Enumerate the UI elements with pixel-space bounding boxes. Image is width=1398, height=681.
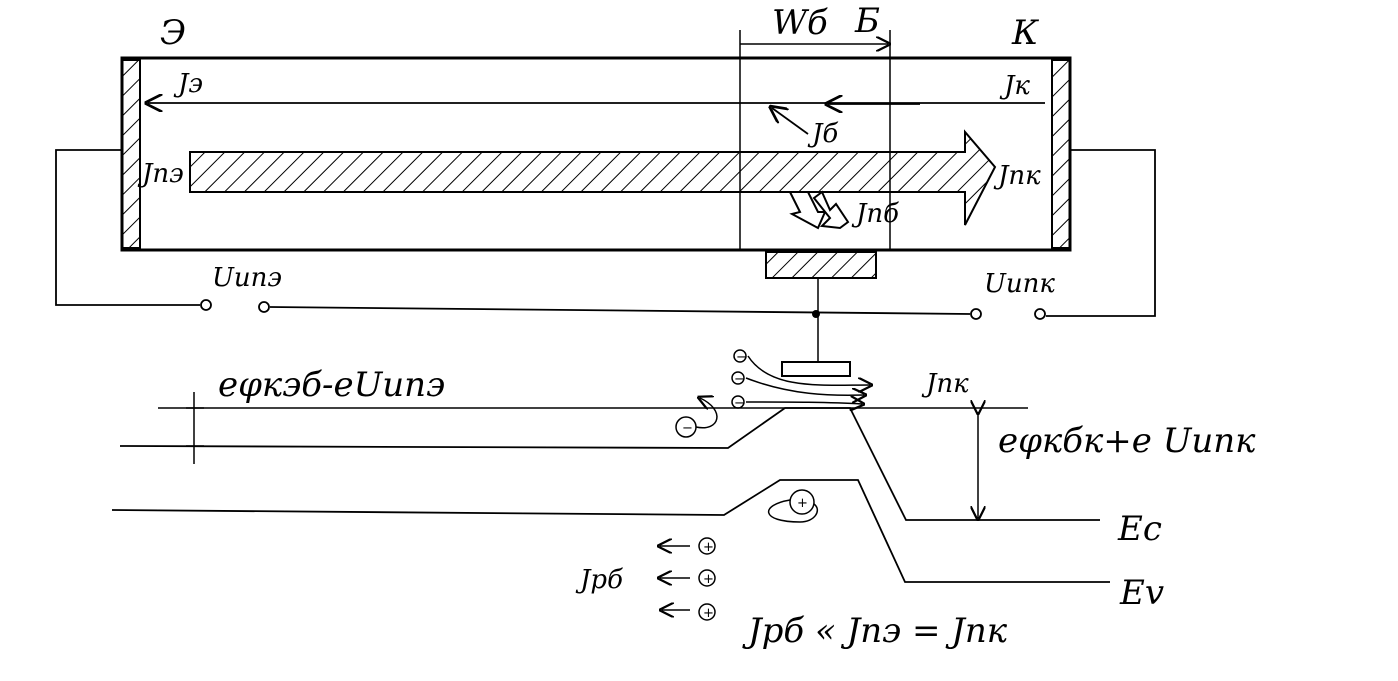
emitter-terminal-right xyxy=(258,301,270,313)
electron-carrier xyxy=(731,371,745,385)
injected-emitter-current-label: Jnэ xyxy=(137,159,184,189)
base-node xyxy=(812,310,820,318)
emitter-source-voltage-label: Uипэ xyxy=(212,263,282,293)
hole-sign: + xyxy=(703,572,714,587)
base-terminal-box xyxy=(781,361,851,377)
collector-source-voltage-label: Uипк xyxy=(984,269,1055,299)
collector-terminal-left xyxy=(970,308,982,320)
electron-sign: − xyxy=(734,372,745,387)
emitter-wire xyxy=(55,149,200,306)
current-relation-label: Jpб « Jnэ = Jnк xyxy=(742,611,1008,651)
electron-trajectory xyxy=(745,402,862,404)
electron-carrier xyxy=(731,395,745,409)
base-width-label: Wб xyxy=(772,3,828,43)
valence-band-label: Ev xyxy=(1119,573,1164,613)
base-current-label: Jб xyxy=(807,119,838,149)
hole-trajectory xyxy=(768,499,819,523)
hole-carrier xyxy=(789,489,815,515)
electron-sign: − xyxy=(682,421,693,436)
electron-trajectory xyxy=(747,355,870,385)
injected-collector-current-label: Jnк xyxy=(993,161,1041,191)
electron-carrier xyxy=(733,349,747,363)
base-contact xyxy=(765,251,877,279)
base-current-arrow xyxy=(772,108,809,135)
emitter-contact xyxy=(121,59,141,249)
conduction-band-line xyxy=(119,407,1100,521)
base-bus-wire xyxy=(269,306,971,315)
hole-carrier xyxy=(698,537,716,555)
emitter-barrier-label: eφкэб-eUипэ xyxy=(218,365,445,405)
hole-current-group: + + + xyxy=(660,537,716,621)
electron-sign: − xyxy=(736,350,747,365)
recombination-arrow xyxy=(788,191,827,230)
electron-sign: − xyxy=(734,396,745,411)
electron-trajectory xyxy=(745,377,864,395)
emitter-region-label: Э xyxy=(160,13,186,53)
hole-sign: + xyxy=(797,496,808,511)
collector-region-label: К xyxy=(1011,13,1040,53)
band-collector-current-label: Jnк xyxy=(921,369,969,399)
collector-terminal-right xyxy=(1034,308,1046,320)
hole-sign: + xyxy=(703,606,714,621)
collector-barrier-label: eφкбк+e Uипк xyxy=(998,421,1256,461)
conduction-band-label: Ec xyxy=(1117,509,1162,549)
recombination-arrow-2 xyxy=(812,190,850,230)
valence-band-line xyxy=(111,479,1110,583)
electron-carriers: − − − − xyxy=(675,349,747,438)
collector-current-label: Jк xyxy=(999,71,1030,101)
recombination-current-label: Jnб xyxy=(851,199,899,229)
emitter-current-label: Jэ xyxy=(173,69,203,99)
collector-contact xyxy=(1051,59,1071,249)
electron-return-trajectory xyxy=(696,398,718,429)
hole-current-label: Jpб xyxy=(575,565,623,595)
base-region-label: Б xyxy=(854,1,880,41)
collector-wire xyxy=(1046,149,1156,317)
hole-carrier xyxy=(698,569,716,587)
hole-carrier xyxy=(698,603,716,621)
emitter-terminal-left xyxy=(200,299,212,311)
electron-flow-arrow xyxy=(189,129,997,226)
hole-sign: + xyxy=(703,540,714,555)
